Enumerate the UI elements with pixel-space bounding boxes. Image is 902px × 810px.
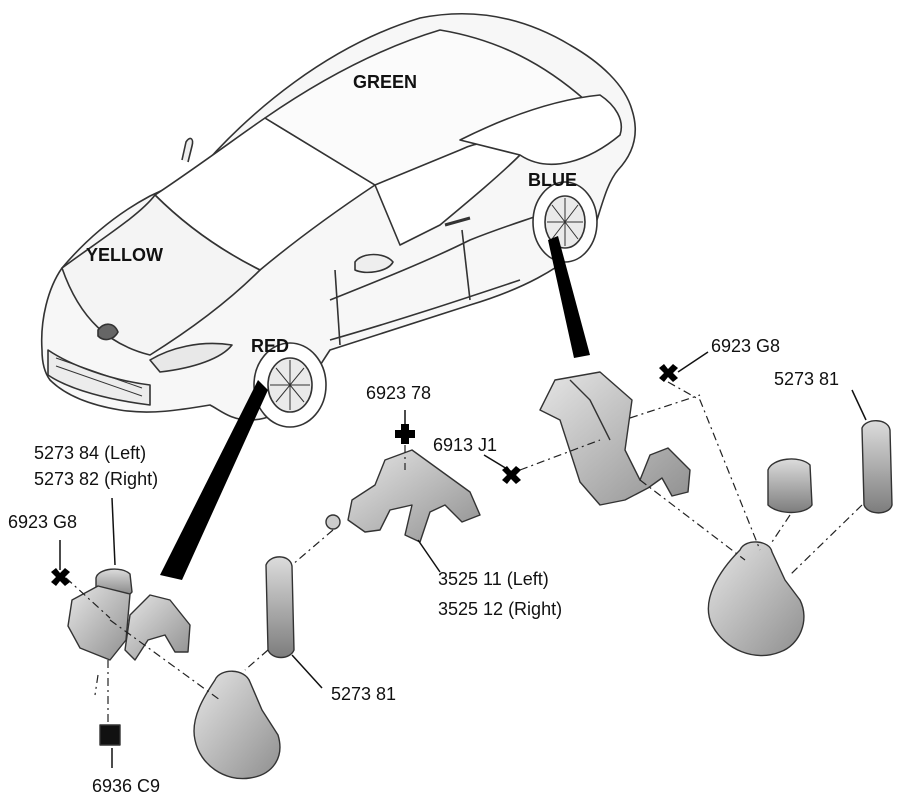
part-label-6936c9: 6936 C9 [92,776,161,796]
right-sensor-assembly [539,371,893,657]
zone-label-green: GREEN [353,72,418,92]
part-label-527384: 5273 84 (Left) [34,443,147,463]
part-label-352511: 3525 11 (Left) [438,569,549,589]
part-label-692378: 6923 78 [366,383,432,403]
car-illustration [40,12,636,428]
right-dashed-lines [519,381,863,576]
cross-icon-top-right [659,364,678,382]
cross-fastener-symbols [51,364,678,586]
blue-pointer-wedge [548,236,590,358]
zone-label-red: RED [251,336,290,356]
red-pointer-wedge [160,380,268,580]
zone-label-blue: BLUE [528,170,577,190]
part-label-527384-527382: 5273 84 (Left) 5273 82 (Right) [34,443,158,489]
left-sensor-assembly [67,568,281,780]
cross-icon-left [51,568,70,586]
left-dashed-lines [65,577,269,725]
part-label-6913j1: 6913 J1 [433,435,498,455]
part-label-527381-right: 5273 81 [774,369,840,389]
plus-icon-692378 [395,424,415,444]
middle-bracket [265,449,481,659]
middle-dashed-lines [291,445,406,566]
part-label-352512: 3525 12 (Right) [438,599,563,619]
part-label-6923g8-right: 6923 G8 [711,336,781,356]
part-label-527382: 5273 82 (Right) [34,469,159,489]
part-label-6923g8-left: 6923 G8 [8,512,78,532]
zone-label-yellow: YELLOW [86,245,163,265]
part-label-352511-352512: 3525 11 (Left) 3525 12 (Right) [438,569,562,619]
part-label-527381-bottom: 5273 81 [331,684,397,704]
cross-icon-6913j1 [502,466,521,484]
